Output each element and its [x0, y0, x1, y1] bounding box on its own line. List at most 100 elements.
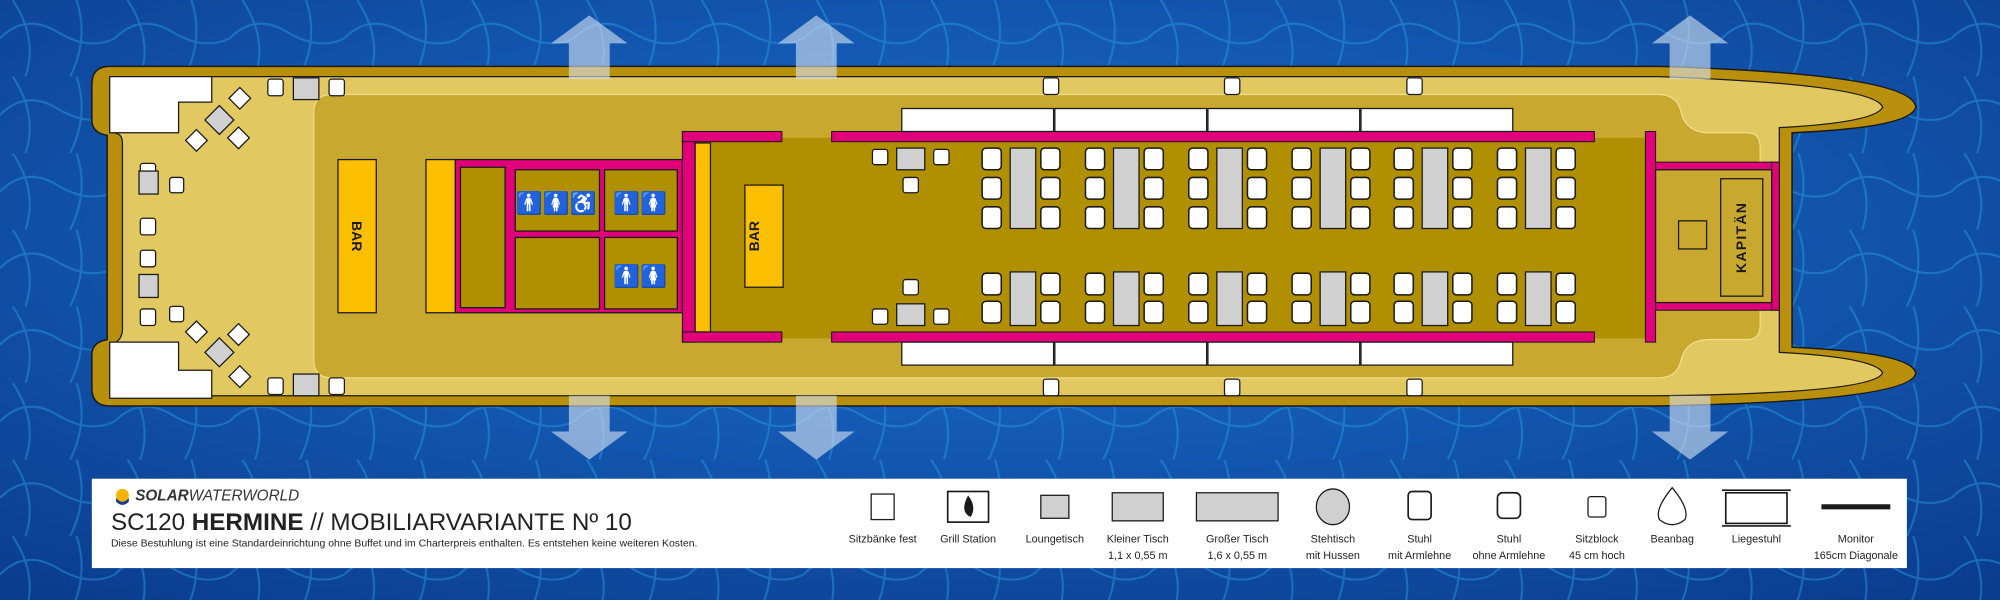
- chair: [1350, 272, 1371, 296]
- seat-block: [1042, 77, 1060, 96]
- table: [1319, 271, 1347, 327]
- stern-block-top: [109, 75, 213, 134]
- chair: [1246, 147, 1268, 171]
- chair: [1143, 300, 1165, 324]
- legend-label: Grill Station: [940, 534, 996, 546]
- legend-panel: SOLARWATERWORLD SC120 HERMINE // MOBILIA…: [91, 478, 1907, 569]
- flame-icon: [964, 495, 974, 518]
- lounge-table-icon: [1040, 494, 1070, 519]
- legend-label: Kleiner Tisch: [1107, 534, 1169, 546]
- chair: [1246, 176, 1268, 200]
- chair: [1143, 272, 1165, 296]
- bench: [1360, 341, 1514, 366]
- chair: [1188, 147, 1209, 171]
- captain-room: KAPITÄN: [1654, 169, 1773, 304]
- standing-table-icon: [1315, 488, 1351, 526]
- table: [1009, 271, 1037, 327]
- monitor-icon: [1821, 504, 1891, 510]
- chair: [1452, 272, 1473, 296]
- chair: [1084, 147, 1106, 171]
- legend-label: Liegestuhl: [1732, 534, 1781, 546]
- legend-label: Stuhl: [1497, 534, 1522, 546]
- chair: [1496, 272, 1518, 296]
- chair: [1393, 206, 1415, 230]
- chair: [1143, 176, 1165, 200]
- bench: [1207, 341, 1361, 366]
- seat-block: [169, 176, 185, 194]
- table: [1112, 271, 1140, 327]
- toilet-accessible-icon: 🚹🚺♿: [516, 191, 597, 216]
- small-table-icon: [1111, 492, 1164, 522]
- seat-block: [139, 249, 157, 268]
- chair: [981, 176, 1003, 200]
- legend-label: Stuhl: [1407, 534, 1432, 546]
- bar-center[interactable]: BAR: [744, 184, 784, 288]
- chair: [1496, 147, 1518, 171]
- chair: [1246, 272, 1268, 296]
- chair: [1393, 176, 1415, 200]
- table: [1112, 147, 1140, 230]
- legend-sublabel: mit Armlehne: [1388, 550, 1451, 562]
- chair: [981, 300, 1003, 324]
- chair: [1350, 147, 1371, 171]
- lounge-table: [204, 336, 235, 368]
- bar-left[interactable]: BAR: [337, 158, 377, 314]
- legend-sublabel: 165cm Diagonale: [1814, 550, 1898, 562]
- armchair-icon: [1407, 490, 1432, 521]
- bench: [1360, 107, 1514, 133]
- legend-sublabel: 45 cm hoch: [1569, 550, 1625, 562]
- seat-block: [267, 377, 284, 396]
- chair: [1084, 176, 1106, 200]
- seat-block: [933, 148, 950, 166]
- chair: [1291, 206, 1312, 230]
- chair: [1555, 147, 1577, 171]
- legend-sublabel: mit Hussen: [1306, 550, 1360, 562]
- table: [896, 147, 926, 171]
- seat-block: [1406, 378, 1423, 397]
- seat-block: [1042, 378, 1060, 397]
- seat-block: [139, 308, 157, 327]
- seat-block: [1223, 378, 1241, 397]
- chair: [1040, 272, 1061, 296]
- chair: [1084, 206, 1106, 230]
- seat-block: [902, 176, 920, 194]
- chair: [1555, 176, 1577, 200]
- legend-label: Loungetisch: [1026, 534, 1084, 546]
- lounge-chair: [228, 86, 252, 111]
- chair: [1188, 300, 1209, 324]
- bench: [901, 107, 1055, 133]
- chair: [1555, 300, 1577, 324]
- legend-sublabel: 1,6 x 0,55 m: [1207, 550, 1267, 562]
- legend-label: Sitzblock: [1575, 534, 1619, 546]
- chair: [1452, 206, 1473, 230]
- bench: [1207, 107, 1361, 133]
- chair: [1040, 147, 1061, 171]
- bench: [901, 341, 1055, 366]
- beanbag-icon: [1657, 486, 1687, 526]
- chair: [981, 206, 1003, 230]
- seat-block: [139, 217, 157, 236]
- chair: [1246, 300, 1268, 324]
- chair: [1291, 300, 1312, 324]
- table: [896, 303, 926, 327]
- legend-label: Stehtisch: [1311, 534, 1356, 546]
- chair: [1084, 300, 1106, 324]
- toilet-icon: 🚹🚺: [613, 263, 667, 288]
- arrow-up-icon: [1651, 15, 1729, 80]
- table: [1216, 147, 1243, 230]
- legend-label: Großer Tisch: [1206, 534, 1269, 546]
- stern-block-bottom: [109, 341, 213, 399]
- legend-icons: [870, 486, 1891, 527]
- table: [138, 273, 159, 299]
- chair: [1188, 206, 1209, 230]
- chair: [1084, 272, 1106, 296]
- chair: [981, 147, 1003, 171]
- chair: [1350, 300, 1371, 324]
- chair: [1143, 206, 1165, 230]
- chair: [1555, 206, 1577, 230]
- seat-block: [328, 377, 346, 396]
- boarding-arrows: [551, 15, 1729, 460]
- chair: [1452, 300, 1473, 324]
- seat-block-icon: [1587, 495, 1607, 518]
